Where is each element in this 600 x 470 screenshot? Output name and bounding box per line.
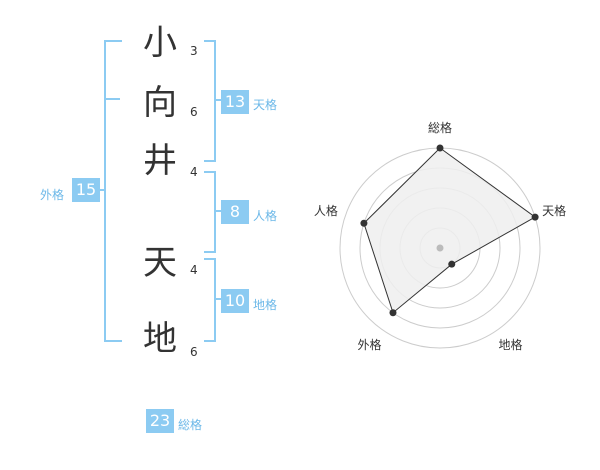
tenkaku-bracket (204, 40, 216, 162)
chikaku-label: 地格 (253, 298, 278, 312)
radar-point-4 (389, 309, 397, 317)
soukaku-label: 総格 (178, 418, 203, 432)
radar-data-polygon (363, 147, 537, 314)
name-char-2: 向 (143, 83, 177, 123)
jinkaku-bracket-tick (214, 210, 222, 212)
radar-center-dot (436, 244, 444, 252)
radar-axis-label: 人格 (314, 203, 338, 218)
gaikaku-bracket (104, 40, 122, 342)
radar-axis-label: 外格 (357, 337, 381, 352)
radar-axis-label: 総格 (428, 120, 452, 135)
radar-point-5 (360, 219, 368, 227)
radar-point-3 (448, 260, 456, 268)
gaikaku-bracket-tick-top (104, 98, 120, 100)
jinkaku-bracket (204, 171, 216, 253)
jinkaku-label: 人格 (253, 209, 278, 223)
tenkaku-value: 13 (221, 90, 249, 114)
chikaku-bracket (204, 258, 216, 342)
name-char-3: 井 (143, 141, 177, 181)
stroke-count-5: 6 (190, 345, 198, 359)
tenkaku-label: 天格 (253, 98, 278, 112)
radar-point-1 (436, 144, 444, 152)
gaikaku-label: 外格 (40, 188, 65, 202)
name-char-5: 地 (143, 319, 177, 359)
radar-axis-label: 地格 (498, 337, 522, 352)
stroke-count-4: 4 (190, 263, 198, 277)
stroke-count-2: 6 (190, 105, 198, 119)
stroke-count-3: 4 (190, 165, 198, 179)
radar-point-2 (531, 213, 539, 221)
name-char-1: 小 (143, 23, 177, 63)
name-char-4: 天 (143, 243, 177, 283)
chikaku-value: 10 (221, 289, 249, 313)
gaikaku-value: 15 (72, 178, 100, 202)
stroke-count-1: 3 (190, 44, 198, 58)
jinkaku-value: 8 (221, 200, 249, 224)
soukaku-value: 23 (146, 409, 174, 433)
tenkaku-bracket-tick (214, 99, 222, 101)
chikaku-bracket-tick (214, 298, 222, 300)
radar-axis-label: 天格 (542, 203, 566, 218)
